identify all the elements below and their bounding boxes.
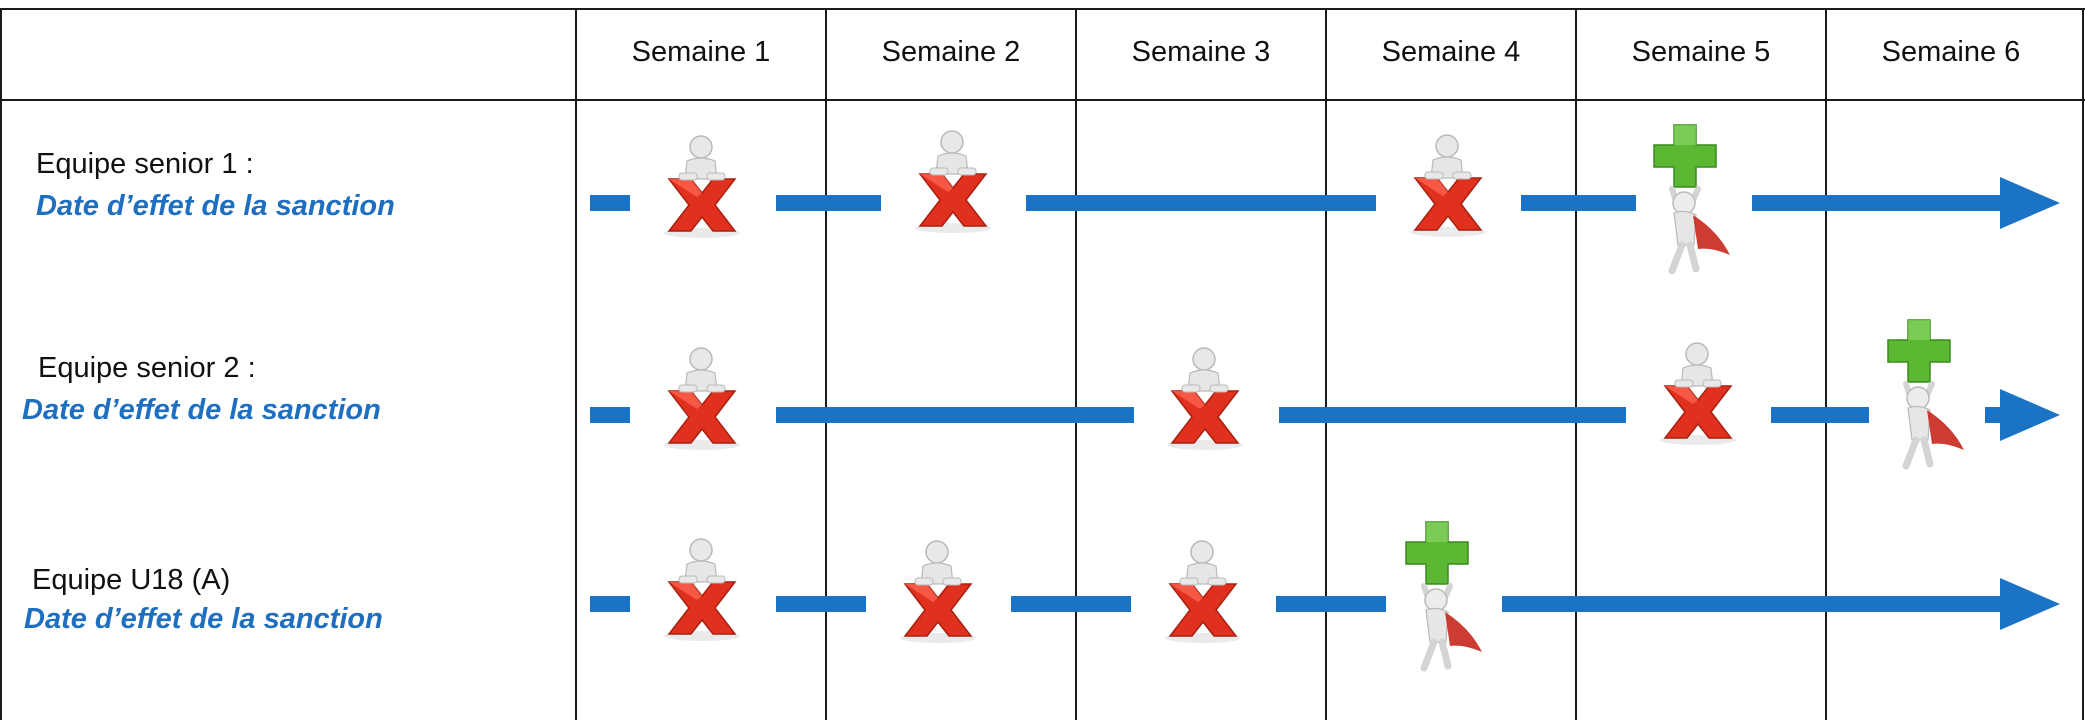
red-x-figure-icon <box>657 347 747 452</box>
timeline-segment <box>776 195 881 211</box>
red-x-figure-icon <box>1403 134 1493 239</box>
timeline-segment <box>590 195 630 211</box>
table-corner-cell <box>0 10 575 99</box>
red-x-figure-icon <box>657 135 747 240</box>
green-plus-hero-icon <box>1872 318 1972 478</box>
timeline-segment <box>776 407 1134 423</box>
week-1-left-border <box>575 8 577 720</box>
table-right-border <box>2082 8 2084 720</box>
timeline-segment <box>1521 195 1636 211</box>
week-2-left-border <box>825 8 827 720</box>
timeline-segment <box>1026 195 1376 211</box>
green-plus-hero-icon <box>1390 520 1490 680</box>
red-x-figure-icon <box>1158 540 1248 645</box>
timeline-arrowhead <box>2000 177 2060 229</box>
week-4-header: Semaine 4 <box>1381 36 1521 68</box>
timeline-segment <box>590 596 630 612</box>
row-2-team-name: Equipe senior 2 : <box>38 352 256 384</box>
red-x-figure-icon <box>1160 347 1250 452</box>
timeline-segment <box>1771 407 1869 423</box>
week-5-left-border <box>1575 8 1577 720</box>
red-x-figure-icon <box>893 540 983 645</box>
week-3-header: Semaine 3 <box>1131 36 1271 68</box>
week-6-header: Semaine 6 <box>1881 36 2021 68</box>
timeline-segment <box>1502 596 2004 612</box>
timeline-segment <box>1011 596 1131 612</box>
row-3-subtitle: Date d’effet de la sanction <box>24 603 383 635</box>
week-5-header: Semaine 5 <box>1631 36 1771 68</box>
red-x-figure-icon <box>908 130 998 235</box>
red-x-figure-icon <box>1653 342 1743 447</box>
week-4-left-border <box>1325 8 1327 720</box>
timeline-segment <box>1276 596 1386 612</box>
row-1-team-name: Equipe senior 1 : <box>36 148 254 180</box>
red-x-figure-icon <box>657 538 747 643</box>
week-3-left-border <box>1075 8 1077 720</box>
row-2-subtitle: Date d’effet de la sanction <box>22 394 381 426</box>
timeline-segment <box>1279 407 1626 423</box>
timeline-segment <box>590 407 630 423</box>
timeline-segment <box>1752 195 2004 211</box>
timeline-arrowhead <box>2000 578 2060 630</box>
week-2-header: Semaine 2 <box>881 36 1021 68</box>
green-plus-hero-icon <box>1638 123 1738 283</box>
timeline-segment <box>776 596 866 612</box>
timeline-arrowhead <box>2000 389 2060 441</box>
week-1-header: Semaine 1 <box>631 36 771 68</box>
week-6-left-border <box>1825 8 1827 720</box>
table-top-border <box>0 8 2085 10</box>
table-left-border <box>0 8 2 720</box>
row-1-subtitle: Date d’effet de la sanction <box>36 190 395 222</box>
row-3-team-name: Equipe U18 (A) <box>32 564 231 596</box>
header-bottom-border <box>0 99 2085 101</box>
